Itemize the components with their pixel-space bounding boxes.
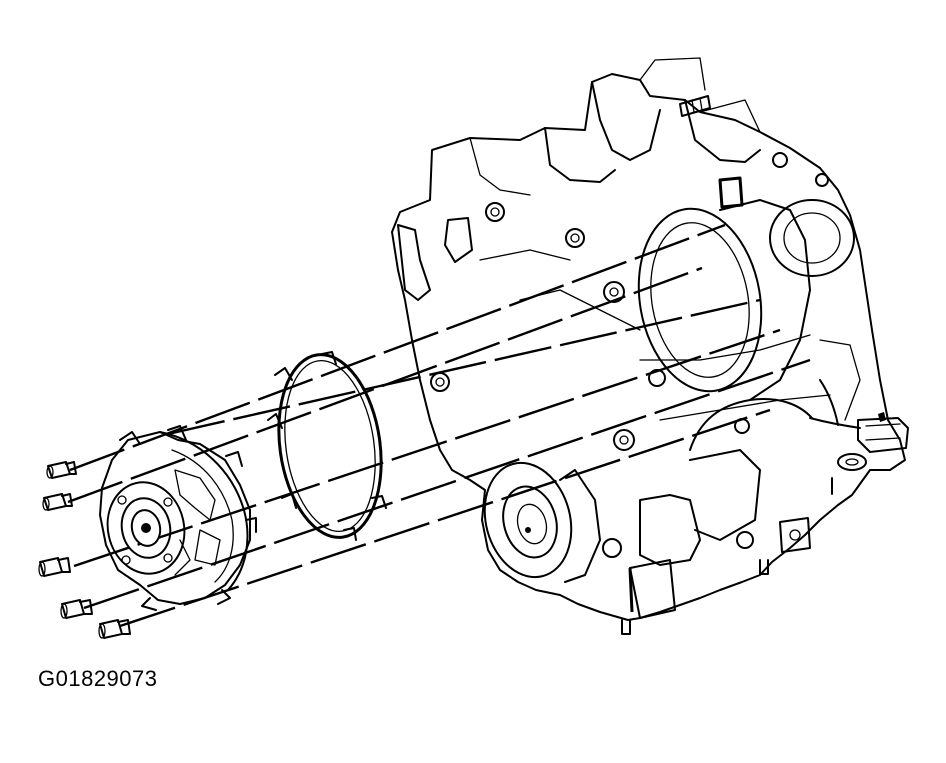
bolt [46, 461, 77, 479]
bolt [98, 619, 131, 639]
bolt [38, 557, 71, 577]
transmission-housing [391, 57, 909, 635]
bolt [42, 493, 73, 511]
seal-ring [267, 351, 387, 541]
figure-id-label: G01829073 [38, 666, 158, 691]
bolt [60, 599, 93, 619]
pump-assembly [99, 425, 257, 611]
